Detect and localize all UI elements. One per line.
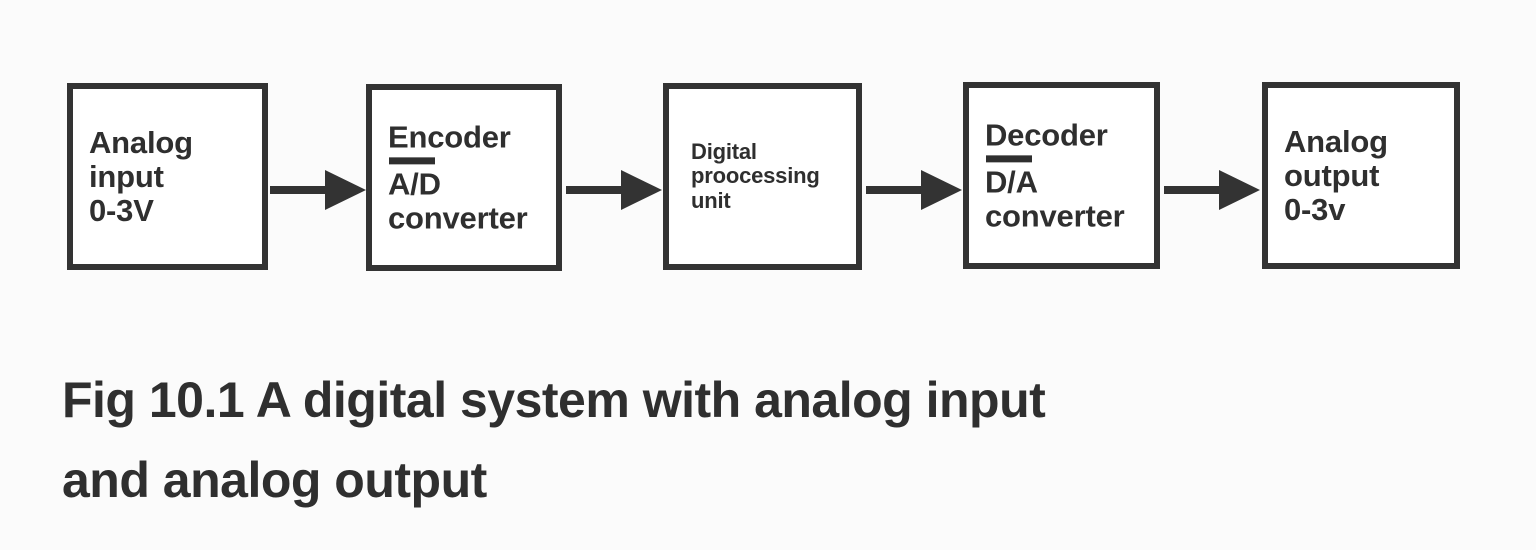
arrow-analog-input-to-encoder — [270, 168, 366, 212]
block-line: 0-3v — [1284, 191, 1346, 227]
block-diagram: Analog input 0-3V Encoder A/D converter — [67, 82, 1460, 271]
block-line: Digital — [691, 138, 757, 164]
block-line: 0-3V — [89, 192, 154, 228]
block-line: unit — [691, 187, 731, 213]
figure-caption-line-1: Fig 10.1 A digital system with analog in… — [62, 372, 1046, 428]
arrow-encoder-to-digital-unit — [566, 168, 662, 212]
block-digital-processing-unit: Digital proocessing unit — [663, 83, 862, 270]
block-analog-output: Analog output 0-3v — [1262, 82, 1460, 269]
block-encoder-ad-converter: Encoder A/D converter — [366, 84, 562, 271]
block-analog-input-text: Analog input 0-3V — [89, 125, 289, 227]
separator-bar-icon — [986, 154, 1032, 162]
block-decoder-da-converter-text: Decoder D/A converter — [985, 116, 1185, 234]
block-line: proocessing — [691, 163, 820, 189]
block-line: converter — [985, 198, 1125, 234]
block-line: converter — [388, 200, 528, 236]
block-line: input — [89, 158, 164, 194]
block-encoder-ad-converter-text: Encoder A/D converter — [388, 118, 588, 236]
block-decoder-da-converter: Decoder D/A converter — [963, 82, 1160, 269]
arrow-decoder-to-analog-output — [1164, 168, 1260, 212]
figure-caption-line-2: and analog output — [62, 452, 487, 508]
block-line: Analog — [89, 124, 193, 160]
block-analog-output-text: Analog output 0-3v — [1284, 124, 1484, 226]
block-line: A/D — [388, 165, 441, 201]
block-line: output — [1284, 157, 1380, 193]
block-line: Analog — [1284, 123, 1388, 159]
figure-caption: Fig 10.1 A digital system with analog in… — [62, 360, 1502, 520]
arrow-digital-unit-to-decoder — [866, 168, 962, 212]
block-analog-input: Analog input 0-3V — [67, 83, 268, 270]
block-line: Decoder — [985, 116, 1108, 152]
separator-bar-icon — [389, 156, 435, 164]
block-line: Encoder — [388, 118, 511, 154]
block-line: D/A — [985, 163, 1038, 199]
block-digital-processing-unit-text: Digital proocessing unit — [691, 138, 891, 214]
